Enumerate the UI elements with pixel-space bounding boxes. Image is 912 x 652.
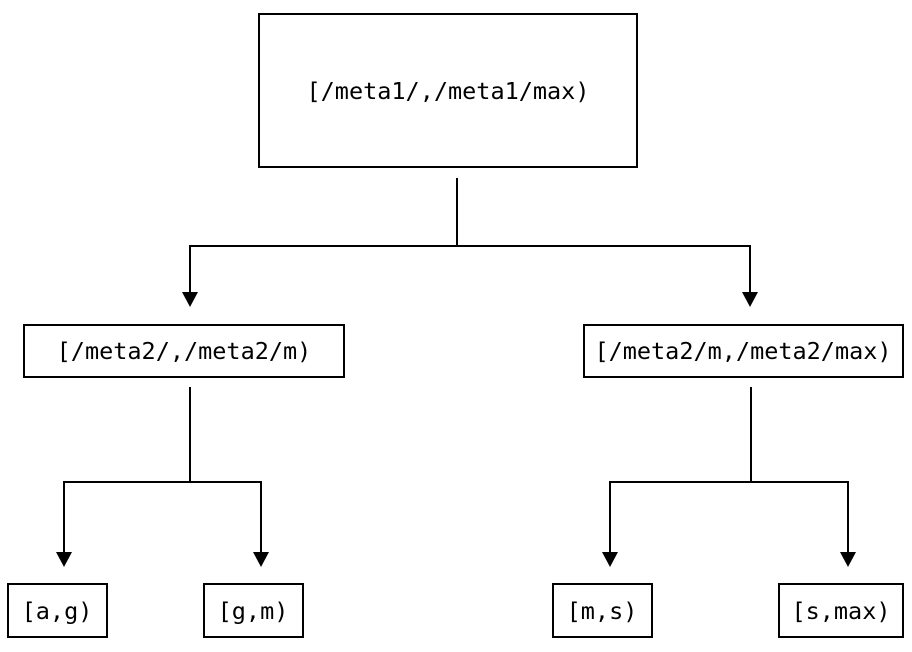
node-leaf-ag-box (7, 583, 108, 638)
node-leaf-ms-label: [m,s) (567, 597, 638, 625)
node-meta2-low: [/meta2/,/meta2/m) (23, 324, 345, 378)
connector-meta2low-to-children (56, 387, 269, 567)
arrow-down-icon (56, 552, 72, 567)
arrow-down-icon (182, 292, 198, 307)
node-meta2-low-box (23, 324, 345, 378)
node-meta2-high-label: [/meta2/m,/meta2/max) (594, 337, 891, 365)
node-root-label: [/meta1/,/meta1/max) (307, 77, 590, 105)
node-root: [/meta1/,/meta1/max) (258, 13, 638, 168)
node-leaf-smax-box (778, 583, 904, 638)
node-leaf-ms-box (552, 583, 653, 638)
node-leaf-smax-label: [s,max) (791, 597, 890, 625)
node-leaf-smax: [s,max) (778, 583, 904, 638)
arrow-down-icon (602, 552, 618, 567)
arrow-down-icon (253, 552, 269, 567)
node-meta2-low-label: [/meta2/,/meta2/m) (57, 337, 312, 365)
arrow-down-icon (840, 552, 856, 567)
arrow-down-icon (742, 292, 758, 307)
node-leaf-ag-label: [a,g) (22, 597, 93, 625)
node-meta2-high: [/meta2/m,/meta2/max) (583, 324, 904, 378)
node-leaf-gm-label: [g,m) (218, 597, 289, 625)
node-root-box (258, 13, 638, 168)
node-leaf-ms: [m,s) (552, 583, 653, 638)
connector-meta2high-to-children (602, 387, 856, 567)
node-leaf-gm: [g,m) (203, 583, 304, 638)
node-leaf-ag: [a,g) (7, 583, 108, 638)
node-leaf-gm-box (203, 583, 304, 638)
connector-root-to-children (182, 178, 758, 307)
node-meta2-high-box (583, 324, 904, 378)
